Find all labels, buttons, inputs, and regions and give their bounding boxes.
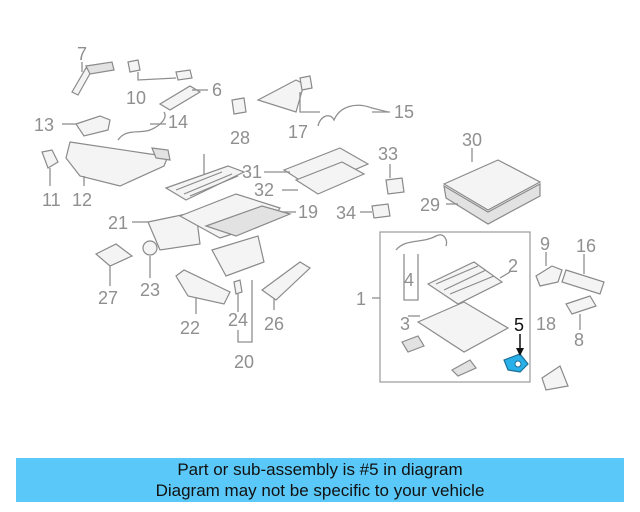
callout-2: 2 — [508, 256, 518, 276]
part-22 — [175, 269, 231, 314]
seat-parts-diagram: 7 10 6 13 14 11 12 28 — [34, 44, 605, 391]
part-32 — [282, 161, 366, 195]
callout-15: 15 — [394, 102, 414, 122]
part-27 — [94, 243, 134, 286]
callout-4: 4 — [404, 270, 414, 290]
part-4 — [395, 234, 448, 301]
part-13 — [62, 115, 111, 137]
part-19 — [178, 193, 296, 239]
callout-28: 28 — [230, 128, 250, 148]
part-7 — [71, 61, 115, 96]
callout-30: 30 — [462, 130, 482, 150]
callout-8: 8 — [574, 330, 584, 350]
part-15 — [317, 104, 390, 127]
callout-5: 5 — [514, 315, 524, 335]
part-20 — [237, 280, 253, 343]
part-6 — [158, 85, 208, 111]
part-29 — [443, 182, 541, 225]
callout-12: 12 — [72, 190, 92, 210]
part-10 — [127, 59, 193, 81]
callout-7: 7 — [77, 44, 87, 64]
callout-23: 23 — [140, 280, 160, 300]
part-16 — [561, 254, 605, 295]
callout-10: 10 — [126, 88, 146, 108]
part-2 — [426, 261, 511, 305]
callout-3: 3 — [400, 314, 410, 334]
part-26 — [260, 261, 311, 310]
banner-line-2: Diagram may not be specific to your vehi… — [155, 481, 485, 500]
callout-9: 9 — [540, 234, 550, 254]
callout-21: 21 — [108, 213, 128, 233]
callout-17: 17 — [288, 122, 308, 142]
assembly-box — [379, 231, 531, 383]
callout-6: 6 — [212, 80, 222, 100]
callout-16: 16 — [576, 236, 596, 256]
part-25 — [164, 154, 246, 201]
part-23 — [142, 240, 158, 278]
part-18 — [541, 365, 569, 391]
part-28 — [231, 97, 247, 115]
callout-31: 31 — [242, 162, 262, 182]
callout-32: 32 — [254, 180, 274, 200]
part-30 — [442, 148, 542, 211]
part-14 — [117, 111, 166, 141]
banner-line-1: Part or sub-assembly is #5 in diagram — [177, 460, 463, 479]
callout-29: 29 — [420, 195, 440, 215]
callout-20: 20 — [234, 352, 254, 372]
part-24 — [211, 235, 265, 312]
callout-19: 19 — [298, 202, 318, 222]
callout-34: 34 — [336, 203, 356, 223]
callout-33: 33 — [378, 144, 398, 164]
part-17 — [256, 75, 320, 113]
part-33 — [385, 164, 405, 195]
part-11 — [41, 149, 59, 186]
callout-1: 1 — [356, 289, 366, 309]
callout-26: 26 — [264, 314, 284, 334]
callout-22: 22 — [180, 318, 200, 338]
callout-24: 24 — [228, 310, 248, 330]
part-21 — [132, 211, 201, 251]
callout-11: 11 — [42, 190, 61, 210]
part-8 — [565, 295, 597, 330]
callout-27: 27 — [98, 288, 118, 308]
part-12 — [65, 141, 171, 187]
part-5-highlight — [503, 334, 529, 373]
part-3 — [401, 301, 510, 377]
callout-14: 14 — [168, 112, 188, 132]
info-banner: Part or sub-assembly is #5 in diagram Di… — [16, 458, 624, 502]
callout-13: 13 — [34, 115, 54, 135]
part-9 — [535, 252, 563, 287]
part-34 — [360, 203, 391, 219]
callout-18: 18 — [536, 314, 556, 334]
